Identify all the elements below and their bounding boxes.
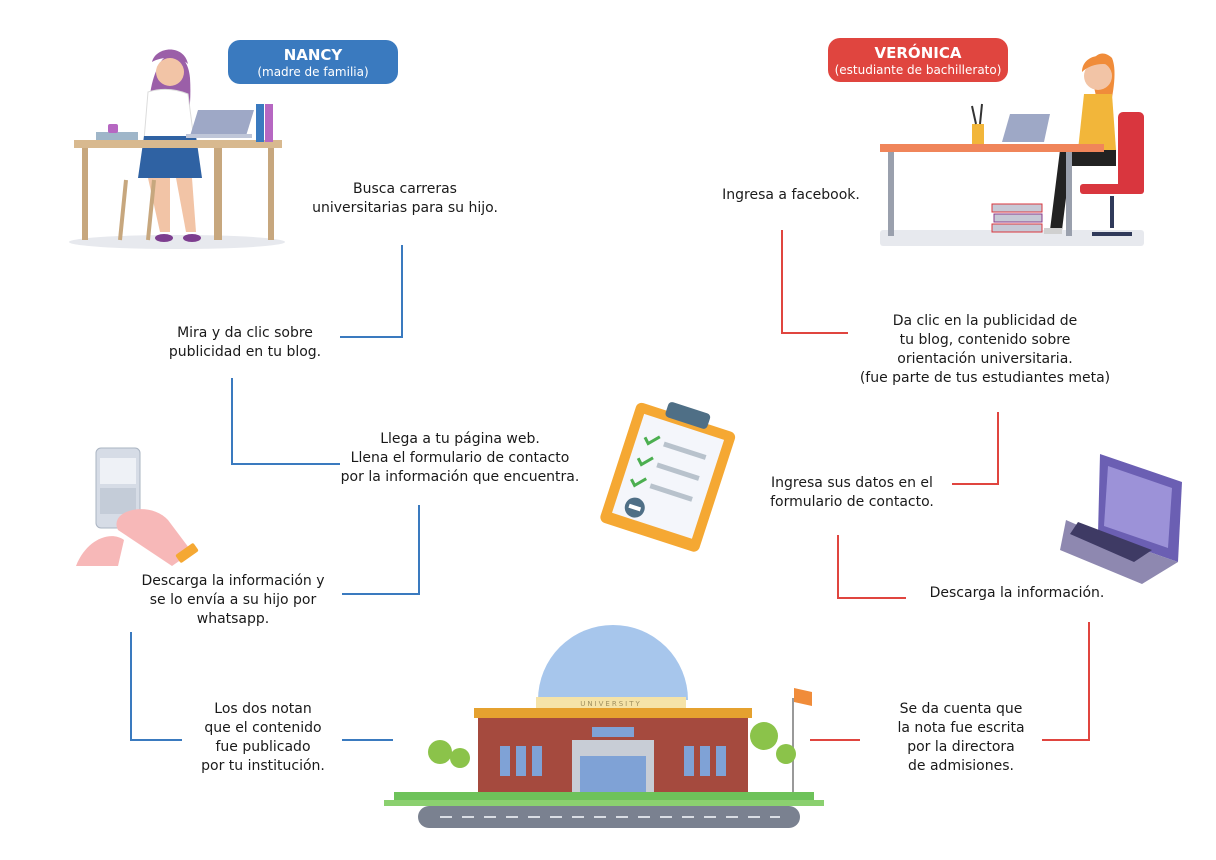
laptop-illustration <box>1060 454 1182 584</box>
step-line: Busca carreras <box>353 181 457 197</box>
step-line: tu blog, contenido sobre <box>899 332 1071 348</box>
step-line: Mira y da clic sobre <box>177 325 313 341</box>
university-sign: UNIVERSITY <box>580 700 642 708</box>
veronica-name: VERÓNICA <box>874 44 962 62</box>
step-line: de admisiones. <box>908 758 1014 774</box>
nancy-step-3: Llega a tu página web. Llena el formulari… <box>330 430 590 487</box>
student-at-desk-illustration <box>880 53 1144 246</box>
step-line: por la directora <box>907 739 1015 755</box>
step-line: universitarias para su hijo. <box>312 200 498 216</box>
step-line: orientación universitaria. <box>897 351 1073 367</box>
nancy-name: NANCY <box>283 46 343 64</box>
veronica-step-5: Se da cuenta que la nota fue escrita por l… <box>876 700 1046 776</box>
step-line: por tu institución. <box>201 758 325 774</box>
nancy-badge: NANCY (madre de familia) <box>228 40 398 84</box>
veronica-badge: VERÓNICA (estudiante de bachillerato) <box>828 38 1008 82</box>
step-line: publicidad en tu blog. <box>168 344 322 360</box>
veronica-connectors <box>781 230 1090 741</box>
veronica-role: (estudiante de bachillerato) <box>834 63 1002 77</box>
step-line: se lo envía a su hijo por <box>149 592 317 608</box>
step-line: Da clic en la publicidad de <box>892 313 1078 329</box>
veronica-step-3: Ingresa sus datos en el formulario de con… <box>752 474 952 512</box>
step-line: Llena el formulario de contacto <box>350 450 570 466</box>
step-line: Los dos notan <box>214 701 312 717</box>
step-line: Ingresa a facebook. <box>722 187 860 203</box>
step-line: formulario de contacto. <box>770 494 934 510</box>
step-line: que el contenido <box>204 720 322 736</box>
woman-at-desk-illustration <box>69 49 285 249</box>
nancy-step-1: Busca carreras universitarias para su hij… <box>310 180 500 218</box>
step-line: Se da cuenta que <box>899 701 1023 717</box>
step-line: Descarga la información y <box>141 573 325 589</box>
step-line: (fue parte de tus estudiantes meta) <box>859 370 1111 386</box>
nancy-role: (madre de familia) <box>257 65 369 79</box>
veronica-step-1: Ingresa a facebook. <box>706 186 876 205</box>
nancy-step-2: Mira y da clic sobre publicidad en tu blo… <box>150 324 340 362</box>
step-line: fue publicado <box>215 739 311 755</box>
clipboard-checklist-illustration <box>600 402 736 552</box>
veronica-step-2: Da clic en la publicidad de tu blog, cont… <box>842 312 1128 388</box>
step-line: Llega a tu página web. <box>380 431 540 447</box>
step-line: Ingresa sus datos en el <box>771 475 933 491</box>
nancy-step-5: Los dos notan que el contenido fue publica… <box>188 700 338 776</box>
veronica-step-4: Descarga la información. <box>912 584 1122 603</box>
step-line: por la información que encuentra. <box>340 469 580 485</box>
phone-in-hands-illustration <box>76 447 199 566</box>
step-line: Descarga la información. <box>929 585 1105 601</box>
university-building-illustration: UNIVERSITY <box>384 624 824 828</box>
nancy-connectors <box>130 245 420 741</box>
step-line: whatsapp. <box>196 611 270 627</box>
nancy-step-4: Descarga la información y se lo envía a s… <box>118 572 348 629</box>
step-line: la nota fue escrita <box>897 720 1025 736</box>
